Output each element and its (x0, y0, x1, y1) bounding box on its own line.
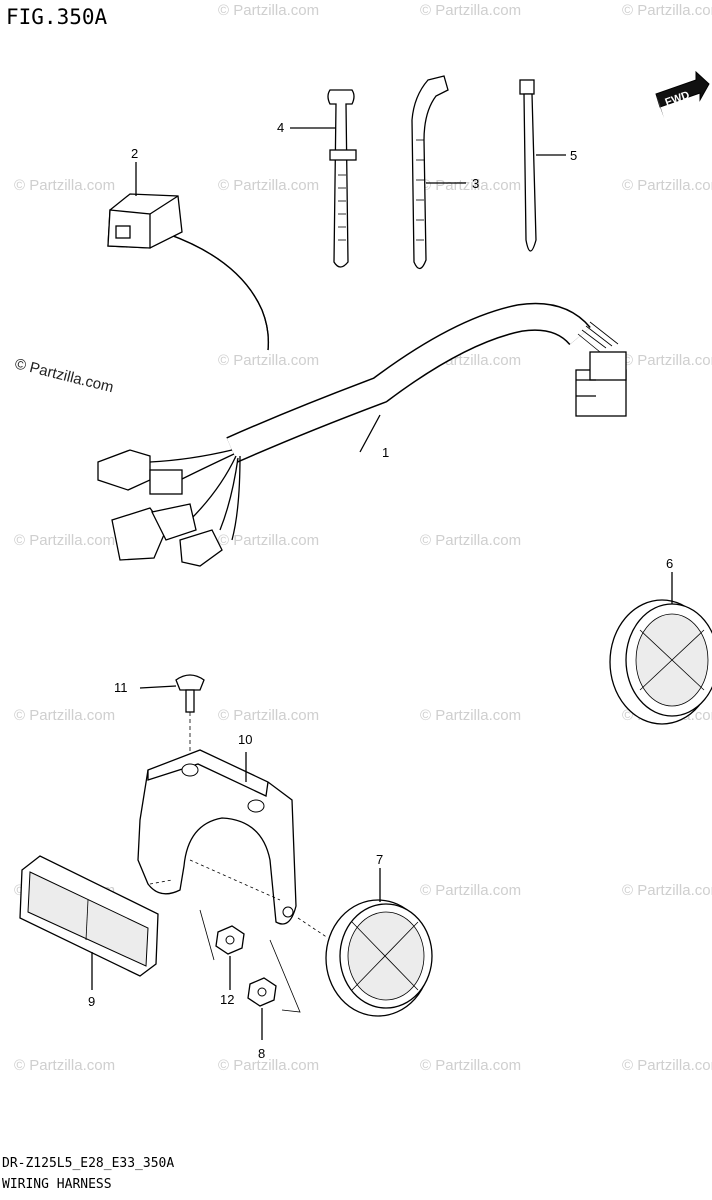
watermark: © Partzilla.com (218, 707, 319, 724)
watermark: © Partzilla.com (218, 2, 319, 19)
callout-12: 12 (220, 992, 234, 1007)
wiring-harness-part (97, 302, 627, 567)
nut-part-8 (199, 909, 301, 1040)
watermark: © Partzilla.com (14, 1057, 115, 1074)
switch-part (107, 162, 270, 351)
nut-part-12 (215, 925, 245, 990)
callout-9: 9 (88, 994, 95, 1009)
round-reflector-left-part (297, 868, 433, 1017)
watermark: © Partzilla.com (622, 2, 712, 19)
callout-8: 8 (258, 1046, 265, 1061)
watermark-prominent: © Partzilla.com (13, 355, 115, 396)
watermark: © Partzilla.com (622, 1057, 712, 1074)
watermark: © Partzilla.com (218, 1057, 319, 1074)
callout-6: 6 (666, 556, 673, 571)
model-code: DR-Z125L5_E28_E33_350A (2, 1156, 174, 1171)
watermark: © Partzilla.com (218, 177, 319, 194)
screw-part (139, 674, 205, 760)
watermark: © Partzilla.com (218, 532, 319, 549)
round-reflector-right-part (609, 572, 712, 725)
callout-2: 2 (131, 146, 138, 161)
callout-4: 4 (277, 120, 284, 135)
watermark: © Partzilla.com (420, 882, 521, 899)
band-part (290, 89, 357, 268)
callouts: 1 2 3 4 5 6 7 8 9 10 11 12 (88, 120, 673, 1061)
watermark: © Partzilla.com (420, 1057, 521, 1074)
watermark: © Partzilla.com (420, 707, 521, 724)
watermark: © Partzilla.com (420, 177, 521, 194)
watermark: © Partzilla.com (14, 177, 115, 194)
figure-title: FIG.350A (6, 5, 108, 29)
watermark: © Partzilla.com (622, 352, 712, 369)
clamp-part (411, 75, 466, 270)
watermark: © Partzilla.com (622, 882, 712, 899)
callout-5: 5 (570, 148, 577, 163)
watermark: © Partzilla.com (14, 707, 115, 724)
watermark: © Partzilla.com (218, 352, 319, 369)
rear-reflector-part (19, 855, 173, 990)
watermark: © Partzilla.com (622, 177, 712, 194)
watermark: © Partzilla.com (14, 532, 115, 549)
callout-7: 7 (376, 852, 383, 867)
reflector-bracket-part (137, 749, 297, 925)
watermark: © Partzilla.com (420, 532, 521, 549)
cable-tie-part (519, 79, 566, 252)
fwd-arrow-icon: FWD (655, 70, 710, 118)
callout-1: 1 (382, 445, 389, 460)
callout-10: 10 (238, 732, 252, 747)
watermark: © Partzilla.com (420, 2, 521, 19)
callout-3: 3 (472, 176, 479, 191)
figure-caption: WIRING HARNESS (2, 1177, 112, 1192)
callout-11: 11 (114, 680, 128, 695)
